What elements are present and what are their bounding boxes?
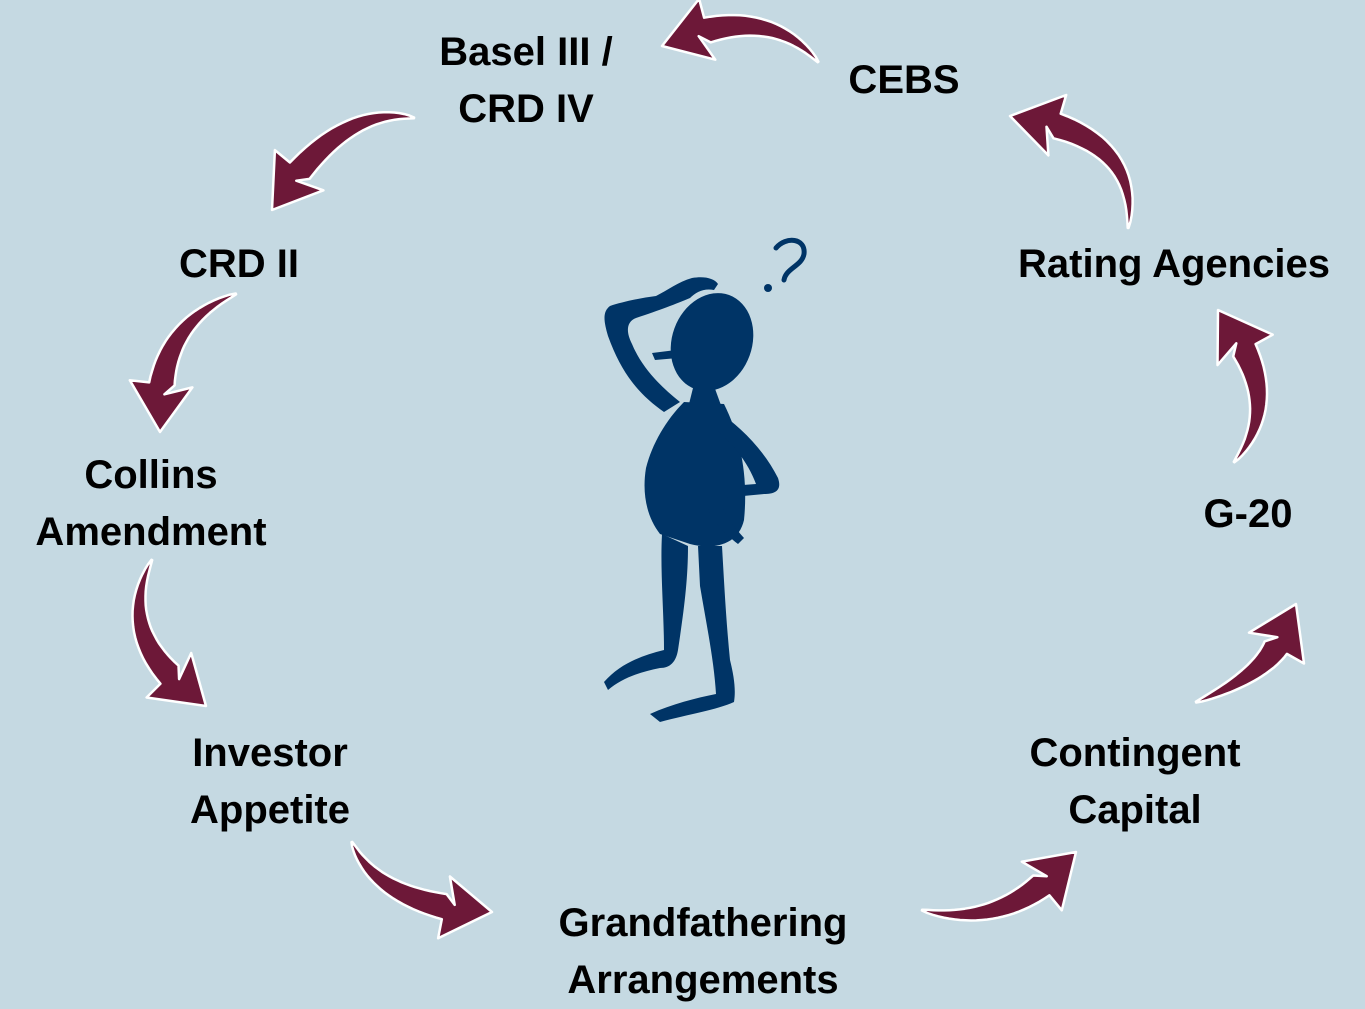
node-line: Collins <box>84 453 218 497</box>
node-crd-ii: CRD II <box>179 236 299 293</box>
arrow-basel-to-crd2 <box>270 110 416 212</box>
arrow-grandfathering-to-contingent <box>920 850 1078 922</box>
node-line: Grandfathering <box>558 901 848 945</box>
arrow-collins-to-investor <box>131 558 208 708</box>
node-line: Investor <box>192 731 348 775</box>
node-line: Capital <box>1068 788 1202 832</box>
figure-left-leg <box>604 534 688 690</box>
question-mark-dot <box>764 284 772 292</box>
figure-raised-arm <box>604 277 718 412</box>
node-line: Basel III / <box>439 30 613 74</box>
node-grandfathering-arrangements: Grandfathering Arrangements <box>559 895 848 1009</box>
arrow-contingent-to-g20 <box>1194 602 1306 704</box>
cycle-arrows <box>128 0 1306 940</box>
arrow-cebs-to-basel <box>660 0 820 64</box>
arrow-g20-to-rating <box>1216 308 1274 464</box>
figure-nose <box>652 350 678 360</box>
node-contingent-capital: Contingent Capital <box>1029 725 1240 839</box>
arrow-crd2-to-collins <box>128 292 238 434</box>
node-line: CRD IV <box>458 87 594 131</box>
figure-right-leg <box>650 546 735 722</box>
arrow-rating-to-cebs <box>1008 93 1134 230</box>
confused-stick-figure-icon <box>604 277 780 722</box>
node-line: Rating Agencies <box>1018 242 1330 286</box>
node-line: CRD II <box>179 242 299 286</box>
arrow-investor-to-grandfathering <box>350 840 494 940</box>
node-investor-appetite: Investor Appetite <box>190 725 350 839</box>
question-mark-icon <box>773 237 807 283</box>
question-mark-curve <box>773 237 807 283</box>
node-line: Arrangements <box>567 958 839 1002</box>
node-basel-crd4: Basel III / CRD IV <box>439 24 612 138</box>
node-line: CEBS <box>848 58 960 102</box>
node-line: G-20 <box>1203 492 1293 536</box>
figure-head <box>670 293 754 391</box>
node-line: Amendment <box>35 510 267 554</box>
figure-hip-arm <box>704 410 780 544</box>
node-line: Appetite <box>190 788 350 832</box>
figure-neck <box>688 384 722 408</box>
node-cebs: CEBS <box>848 52 959 109</box>
node-g20: G-20 <box>1204 486 1293 543</box>
node-rating-agencies: Rating Agencies <box>1018 236 1330 293</box>
node-line: Contingent <box>1029 731 1241 775</box>
node-collins-amendment: Collins Amendment <box>35 447 266 561</box>
